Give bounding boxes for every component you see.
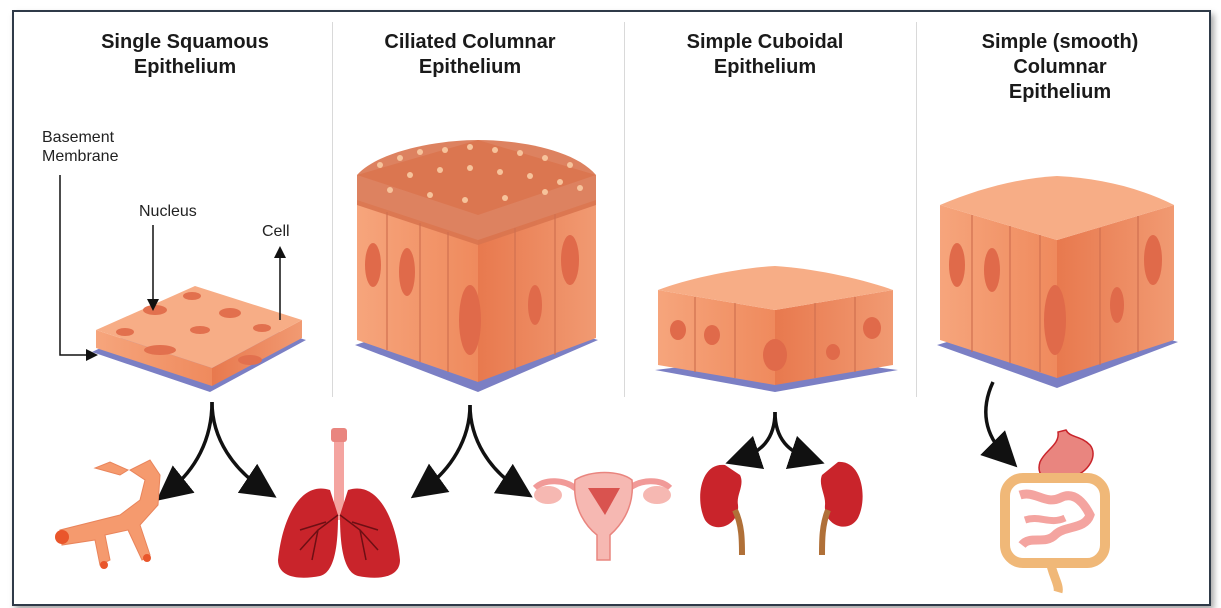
- uterus-icon: [534, 473, 671, 561]
- squamous-tissue-block: [92, 286, 306, 392]
- bronchiole-icon: [55, 460, 160, 569]
- lungs-icon: [278, 428, 400, 578]
- basement-membrane-pointer: [60, 175, 92, 355]
- arrow-to-uterus-left: [425, 405, 470, 488]
- arrow-to-digestive: [986, 382, 1005, 455]
- kidney-icon: [700, 462, 862, 555]
- arrow-to-uterus-right: [470, 405, 518, 488]
- arrow-to-bronchiole: [170, 402, 212, 490]
- arrow-to-kidney-left: [742, 412, 775, 458]
- smooth-columnar-block: [937, 176, 1178, 388]
- arrow-to-kidney-right: [775, 412, 808, 458]
- arrow-to-lungs: [212, 402, 262, 488]
- stomach-intestine-icon: [1005, 430, 1105, 592]
- ciliated-columnar-block: [355, 140, 598, 392]
- cuboidal-tissue-block: [655, 266, 898, 392]
